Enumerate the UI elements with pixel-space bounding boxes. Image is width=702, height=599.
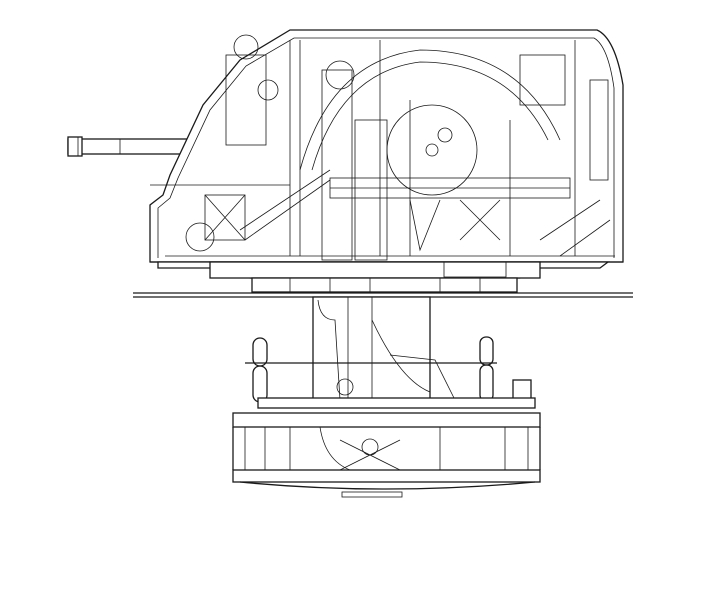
gun-barrel <box>67 136 191 157</box>
turret-base <box>157 261 610 293</box>
pedestal-trunk <box>312 296 456 403</box>
lower-platform <box>232 397 541 498</box>
turret-housing <box>149 29 624 263</box>
